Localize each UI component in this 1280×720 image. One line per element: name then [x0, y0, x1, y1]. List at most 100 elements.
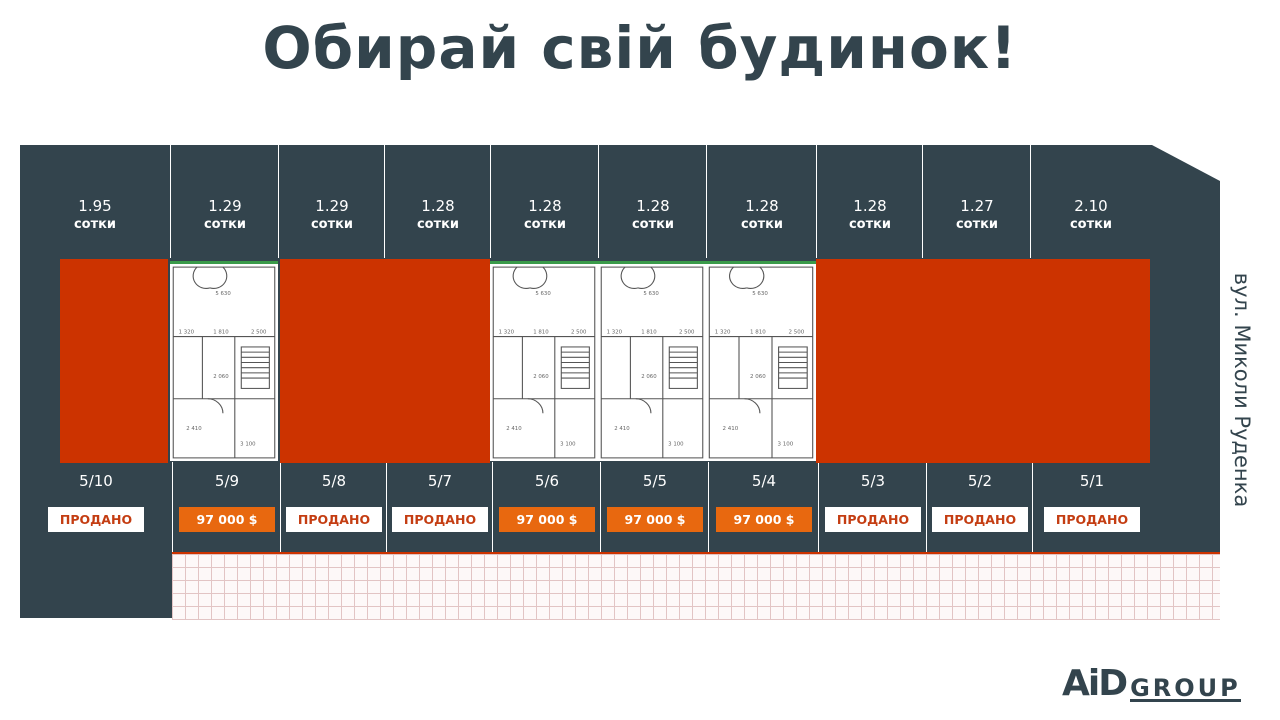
plot-area: 1.95: [78, 197, 112, 215]
plot-number: 5/8: [321, 472, 347, 490]
street-label-wrap: вул. Миколи Руденка: [1222, 245, 1262, 535]
plot-area: 1.29: [315, 197, 349, 215]
floor-plan[interactable]: 5 630 1 320 1 810 2 500 2 060 2 410 3 100: [490, 261, 598, 461]
plot-number: 5/4: [751, 472, 777, 490]
plot-header: 1.28 сотки: [490, 145, 599, 258]
plot-number: 5/2: [967, 472, 993, 490]
plot-area: 1.27: [960, 197, 994, 215]
plot-5-4[interactable]: 5/4 97 000 $: [708, 462, 819, 552]
svg-text:2 060: 2 060: [750, 374, 766, 380]
svg-text:2 500: 2 500: [789, 330, 805, 336]
plot-area-unit: сотки: [523, 217, 567, 232]
plot-area-unit: сотки: [740, 217, 784, 232]
price-badge[interactable]: 97 000 $: [716, 507, 812, 532]
plot-number: 5/9: [214, 472, 240, 490]
plot-area-unit: сотки: [416, 217, 460, 232]
svg-text:1 810: 1 810: [533, 330, 549, 336]
plot-area-unit: сотки: [203, 217, 247, 232]
plot-area-unit: сотки: [955, 217, 999, 232]
svg-text:2 500: 2 500: [571, 330, 587, 336]
plot-area: 1.28: [421, 197, 455, 215]
svg-text:2 410: 2 410: [186, 426, 202, 432]
price-badge[interactable]: 97 000 $: [179, 507, 275, 532]
plot-5-6[interactable]: 5/6 97 000 $: [492, 462, 601, 552]
sold-block-5-10: [60, 259, 168, 463]
plot-area: 1.29: [208, 197, 242, 215]
logo-ai: AiD: [1062, 663, 1128, 704]
svg-text:5 630: 5 630: [643, 291, 659, 297]
svg-text:2 410: 2 410: [506, 426, 522, 432]
plot-number: 5/6: [534, 472, 560, 490]
svg-text:2 410: 2 410: [723, 426, 739, 432]
plot-area-unit: сотки: [73, 217, 117, 232]
plot-area-unit: сотки: [631, 217, 675, 232]
svg-text:1 810: 1 810: [213, 330, 229, 336]
plot-header: 2.10 сотки: [1030, 145, 1151, 258]
plot-area: 1.28: [528, 197, 562, 215]
plot-header: 1.29 сотки: [170, 145, 279, 258]
sold-badge[interactable]: ПРОДАНО: [48, 507, 144, 532]
plot-header: 1.28 сотки: [384, 145, 491, 258]
svg-text:1 320: 1 320: [715, 330, 731, 336]
plot-header: 1.95 сотки: [20, 145, 170, 258]
svg-text:5 630: 5 630: [215, 291, 231, 297]
plot-area-unit: сотки: [848, 217, 892, 232]
svg-text:3 100: 3 100: [240, 442, 256, 448]
price-badge[interactable]: 97 000 $: [607, 507, 703, 532]
svg-text:3 100: 3 100: [560, 442, 576, 448]
plot-number: 5/10: [79, 472, 113, 490]
logo-group: GROUP: [1130, 674, 1241, 702]
svg-text:2 060: 2 060: [533, 374, 549, 380]
price-badge[interactable]: 97 000 $: [499, 507, 595, 532]
sold-badge[interactable]: ПРОДАНО: [1044, 507, 1140, 532]
sold-badge[interactable]: ПРОДАНО: [825, 507, 921, 532]
plot-header: 1.29 сотки: [278, 145, 385, 258]
plot-header: 1.28 сотки: [598, 145, 707, 258]
paved-road: [172, 552, 1220, 620]
svg-text:5 630: 5 630: [752, 291, 768, 297]
floor-plan[interactable]: 5 630 1 320 1 810 2 500 2 060 2 410 3 100: [598, 261, 706, 461]
sold-badge[interactable]: ПРОДАНО: [392, 507, 488, 532]
sold-badge[interactable]: ПРОДАНО: [286, 507, 382, 532]
plot-area: 1.28: [636, 197, 670, 215]
page-title: Обирай свій будинок!: [262, 14, 1018, 82]
floor-plan-drawing: 5 630 1 320 1 810 2 500 2 060 2 410 3 100: [492, 266, 596, 459]
plot-area-unit: сотки: [1069, 217, 1113, 232]
svg-text:1 810: 1 810: [750, 330, 766, 336]
svg-text:2 500: 2 500: [251, 330, 267, 336]
svg-text:3 100: 3 100: [668, 442, 684, 448]
plot-5-9[interactable]: 5/9 97 000 $: [172, 462, 281, 552]
aid-group-logo: AiD GROUP: [1062, 666, 1241, 702]
plot-number: 5/7: [427, 472, 453, 490]
svg-text:1 320: 1 320: [607, 330, 623, 336]
sold-badge[interactable]: ПРОДАНО: [932, 507, 1028, 532]
plot-number: 5/3: [860, 472, 886, 490]
plot-area: 1.28: [745, 197, 779, 215]
svg-text:1 320: 1 320: [499, 330, 515, 336]
svg-text:2 060: 2 060: [641, 374, 657, 380]
svg-text:2 410: 2 410: [614, 426, 630, 432]
plot-header: 1.27 сотки: [922, 145, 1031, 258]
floor-plan[interactable]: 5 630 1 320 1 810 2 500 2 060 2 410 3 100: [706, 261, 816, 461]
sold-block-5-8-5-7: [280, 259, 490, 463]
svg-text:1 810: 1 810: [641, 330, 657, 336]
sold-block-5-3-5-1: [816, 259, 1150, 463]
svg-text:2 060: 2 060: [213, 374, 229, 380]
svg-text:5 630: 5 630: [535, 291, 551, 297]
svg-text:3 100: 3 100: [778, 442, 794, 448]
plot-number: 5/1: [1079, 472, 1105, 490]
plot-header: 1.28 сотки: [706, 145, 817, 258]
svg-text:2 500: 2 500: [679, 330, 695, 336]
plot-area-unit: сотки: [310, 217, 354, 232]
plot-area: 2.10: [1074, 197, 1108, 215]
